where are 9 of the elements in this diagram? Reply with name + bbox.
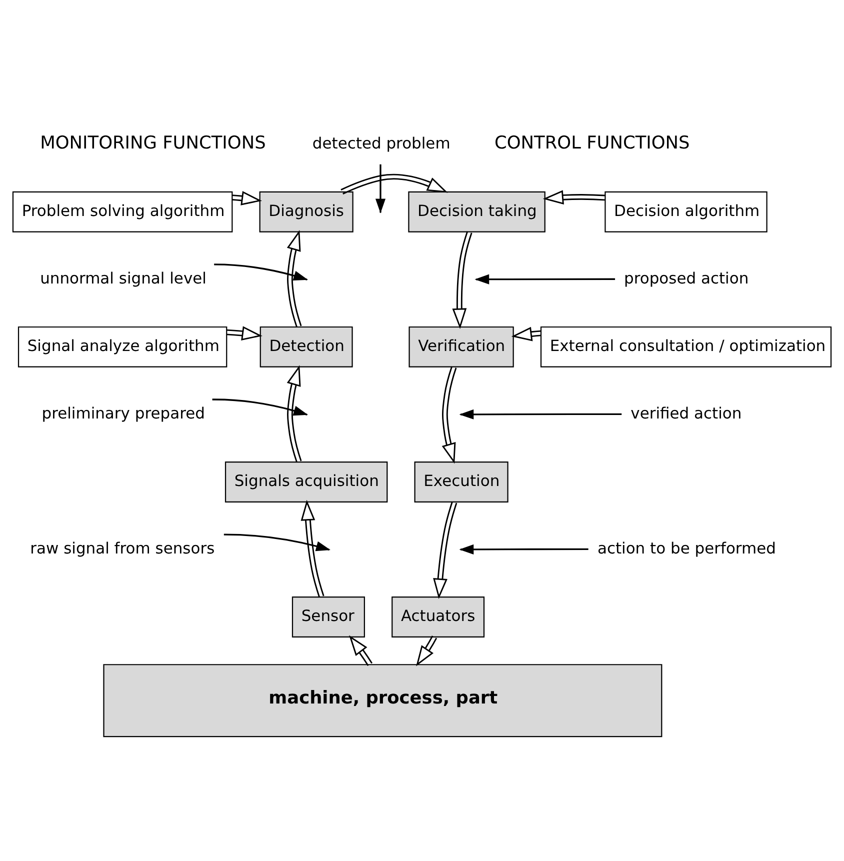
node-text: preliminary prepared	[42, 404, 205, 423]
node-text: unnormal signal level	[40, 269, 206, 288]
node-text: detected problem	[312, 134, 450, 152]
node-text: action to be performed	[597, 540, 776, 558]
label: MONITORING FUNCTIONS	[40, 134, 266, 154]
node-text: raw signal from sensors	[30, 540, 215, 558]
node-text: proposed action	[624, 269, 749, 288]
node-text: verified action	[630, 404, 742, 423]
label: CONTROL FUNCTIONS	[494, 134, 690, 154]
